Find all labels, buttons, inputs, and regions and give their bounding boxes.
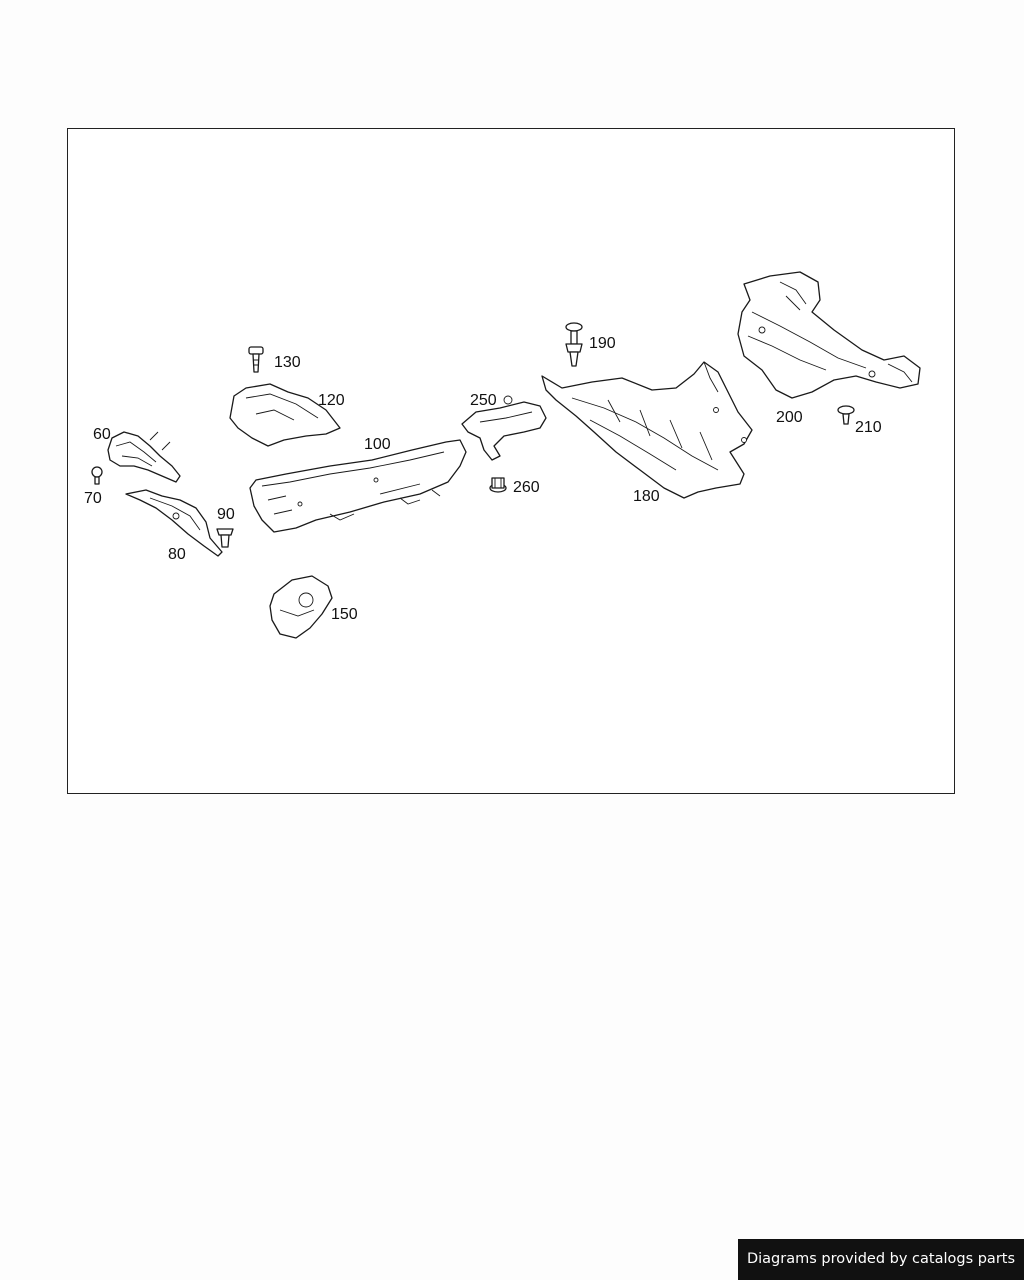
part-100-tunnel-shield[interactable] (249, 439, 467, 533)
part-80-bracket[interactable] (125, 489, 223, 557)
callout-60: 60 (93, 426, 111, 443)
part-200-muffler-shield[interactable] (737, 271, 921, 399)
credit-banner: Diagrams provided by catalogs parts (738, 1239, 1024, 1280)
callout-210: 210 (855, 419, 882, 436)
part-130-bolt[interactable] (248, 346, 264, 373)
callout-70: 70 (84, 490, 102, 507)
callout-100: 100 (364, 436, 391, 453)
part-190-push-clip[interactable] (565, 322, 583, 367)
callout-150: 150 (331, 606, 358, 623)
part-210-clip[interactable] (837, 405, 855, 425)
callout-260: 260 (513, 479, 540, 496)
part-120-upper-shield[interactable] (229, 383, 341, 447)
callout-180: 180 (633, 488, 660, 505)
callout-190: 190 (589, 335, 616, 352)
part-150-bracket[interactable] (269, 575, 333, 639)
part-260-nut[interactable] (489, 477, 507, 493)
part-70-clip[interactable] (91, 466, 103, 485)
diagram-frame (67, 128, 955, 794)
callout-120: 120 (318, 392, 345, 409)
callout-90: 90 (217, 506, 235, 523)
callout-200: 200 (776, 409, 803, 426)
part-250-small-shield[interactable] (461, 395, 547, 461)
callout-250: 250 (470, 392, 497, 409)
part-60-heat-shield[interactable] (107, 431, 181, 483)
callout-80: 80 (168, 546, 186, 563)
callout-130: 130 (274, 354, 301, 371)
part-90-clip[interactable] (216, 528, 234, 548)
part-180-rear-shield[interactable] (541, 361, 753, 499)
